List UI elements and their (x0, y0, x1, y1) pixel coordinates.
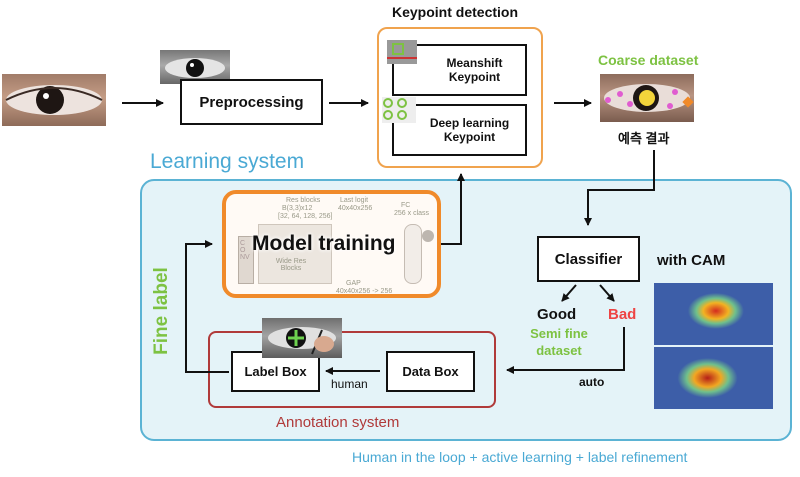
deep-learning-thumbnail (382, 97, 416, 123)
gap-label: GAP (346, 280, 361, 287)
arrow-coarse-to-classifier (584, 150, 655, 226)
fc-label: FC (401, 202, 411, 209)
human-label: human (331, 377, 368, 391)
wide-res-label: Wide Res Blocks (275, 258, 307, 272)
annotation-system-frame (208, 331, 496, 408)
model-training-frame: CONV Wide Res Blocks Res blocks B(3,3)x1… (222, 190, 441, 298)
conv-label: CONV (240, 240, 250, 261)
arrow-classifier-to-bad (599, 284, 615, 302)
conv-block (238, 236, 254, 284)
classifier-box: Classifier (537, 236, 640, 282)
arrow-bad-to-databox (506, 327, 625, 374)
annotation-eye-image (262, 318, 342, 358)
last-logit-label: Last logit (340, 197, 369, 204)
prediction-result-caption: 예측 결과 (618, 131, 670, 146)
cam-image-bottom (654, 347, 773, 409)
gap-node (422, 230, 434, 242)
gap-dim-label: 40x40x256 -> 256 (336, 288, 393, 295)
footer-caption: Human in the loop + active learning + la… (352, 449, 688, 465)
input-eye-image (2, 74, 106, 126)
with-cam-label: with CAM (657, 252, 726, 269)
res-blocks-spec1: B(3,3)x12 (282, 205, 313, 212)
keypoint-detection-title: Keypoint detection (392, 4, 519, 20)
arrow-classifier-to-good (561, 284, 577, 302)
arrow-labelbox-to-training (185, 240, 229, 373)
data-box: Data Box (386, 351, 475, 392)
preprocessing-eye-thumbnail (160, 50, 230, 84)
model-training-title: Model training (252, 232, 396, 255)
eye-drawing (5, 85, 103, 115)
semi-fine-dataset-label: Semi fine dataset (530, 326, 588, 358)
good-label: Good (537, 306, 577, 323)
fc-layer (404, 224, 422, 284)
bad-label: Bad (608, 306, 637, 323)
coarse-eye-image (600, 74, 694, 122)
res-blocks-label: Res blocks (286, 197, 321, 204)
wide-res-block (258, 224, 332, 284)
learning-system-title: Learning system (150, 150, 305, 173)
coarse-dataset-title: Coarse dataset (598, 52, 699, 68)
meanshift-keypoint-box: Meanshift Keypoint (392, 44, 527, 96)
arrow-training-to-keypoint (441, 173, 465, 245)
auto-label: auto (579, 375, 605, 389)
annotation-system-title: Annotation system (276, 414, 400, 431)
res-blocks-spec2: [32, 64, 128, 256] (278, 213, 333, 220)
fc-dim-label: 256 x class (394, 210, 430, 217)
cam-image-top (654, 283, 773, 345)
meanshift-thumbnail (387, 40, 417, 64)
preprocessing-box: Preprocessing (180, 79, 323, 125)
logit-dim-label: 40x40x256 (338, 205, 373, 212)
